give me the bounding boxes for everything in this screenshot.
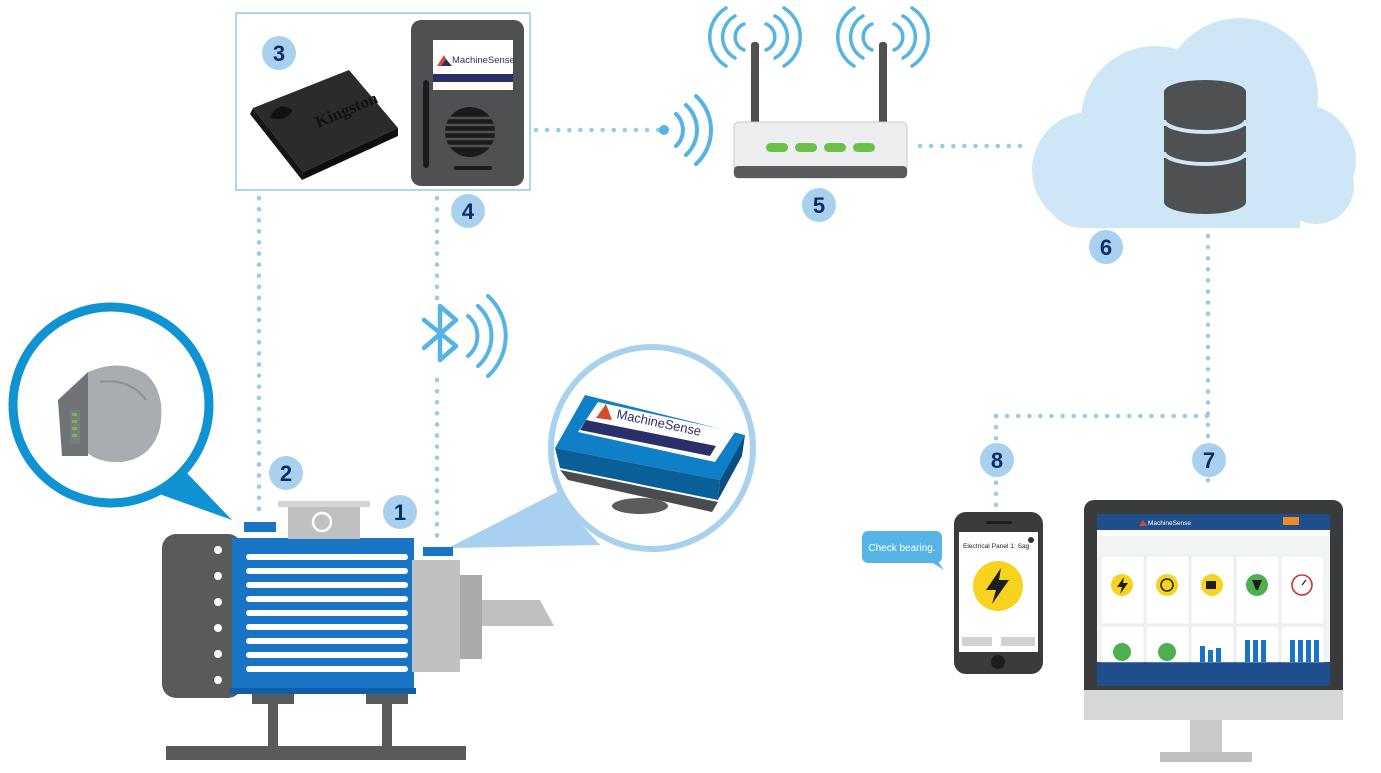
terminal-lifting-eye [311, 511, 333, 533]
number-badges: 3 4 5 6 2 1 8 7 [262, 36, 1226, 529]
badge-2: 2 [269, 456, 303, 490]
svg-text:4: 4 [462, 199, 475, 224]
callout-sensor-2 [8, 302, 232, 520]
kingston-logo-icon [270, 106, 292, 119]
svg-text:5: 5 [813, 193, 825, 218]
badge-8: 8 [980, 443, 1014, 477]
machinesense-sensor-image: MachineSense [555, 395, 745, 514]
phone-button-right [1001, 637, 1035, 646]
badge-6: 6 [1089, 230, 1123, 264]
desktop-monitor: MachineSense [1084, 500, 1343, 762]
svg-text:1: 1 [394, 500, 406, 525]
dashboard-footer [1097, 662, 1330, 686]
badge-1: 1 [383, 495, 417, 529]
motor-endcap [162, 534, 242, 698]
sensor-logo-icon [596, 404, 612, 420]
ssd-drive: Kingston [250, 70, 398, 180]
monitor-brand-label: MachineSense [1148, 520, 1191, 527]
gateway-brand-label: MachineSense [452, 55, 515, 66]
router-signal-left-icon [708, 6, 802, 68]
chat-bubble: Check bearing. [862, 531, 944, 570]
smartphone: Electrical Panel 1: Sag [954, 512, 1043, 674]
bluetooth-waves-icon [466, 294, 508, 378]
database-icon [1162, 80, 1248, 214]
dashboard-header [1097, 514, 1330, 530]
card-bearing-icon [1156, 574, 1178, 596]
chat-message: Check bearing. [868, 543, 935, 554]
cooling-fins [246, 554, 408, 672]
phone-alert-title: Electrical Panel 1: Sag [963, 543, 1030, 550]
badge-4: 4 [451, 194, 485, 228]
router [708, 6, 930, 179]
router-leds [766, 143, 875, 152]
router-antenna-right [879, 42, 887, 124]
svg-text:2: 2 [280, 461, 292, 486]
terminal-box [288, 505, 360, 539]
gateway-status-strip [423, 80, 429, 168]
svg-text:8: 8 [991, 448, 1003, 473]
motor-shaft [482, 600, 554, 626]
gateway-device: MachineSense [411, 20, 524, 186]
vibration-sensor-image [58, 365, 162, 463]
phone-button-left [962, 637, 992, 646]
callout-sensor-1: MachineSense [448, 344, 756, 552]
svg-text:3: 3 [273, 41, 285, 66]
card-bar-mini-charts [1200, 640, 1319, 662]
router-antenna-left [751, 42, 759, 124]
bluetooth-icon [421, 303, 459, 363]
svg-text:6: 6 [1100, 235, 1112, 260]
badge-5: 5 [802, 188, 836, 222]
sensor-2-mount [244, 522, 276, 532]
badge-7: 7 [1192, 443, 1226, 477]
electric-motor [162, 501, 554, 760]
router-signal-right-icon [836, 6, 930, 68]
sensor-1-mount [423, 547, 453, 556]
motor-drive-end [412, 560, 460, 672]
motor-base [166, 746, 466, 760]
gateway-slot [454, 166, 492, 170]
wifi-waves-icon [659, 94, 714, 166]
phone-home-button [991, 655, 1005, 669]
speaker-grille-icon [445, 107, 495, 157]
badge-3: 3 [262, 36, 296, 70]
svg-text:7: 7 [1203, 448, 1215, 473]
storage-gateway-panel: Kingston MachineSense [235, 12, 531, 191]
